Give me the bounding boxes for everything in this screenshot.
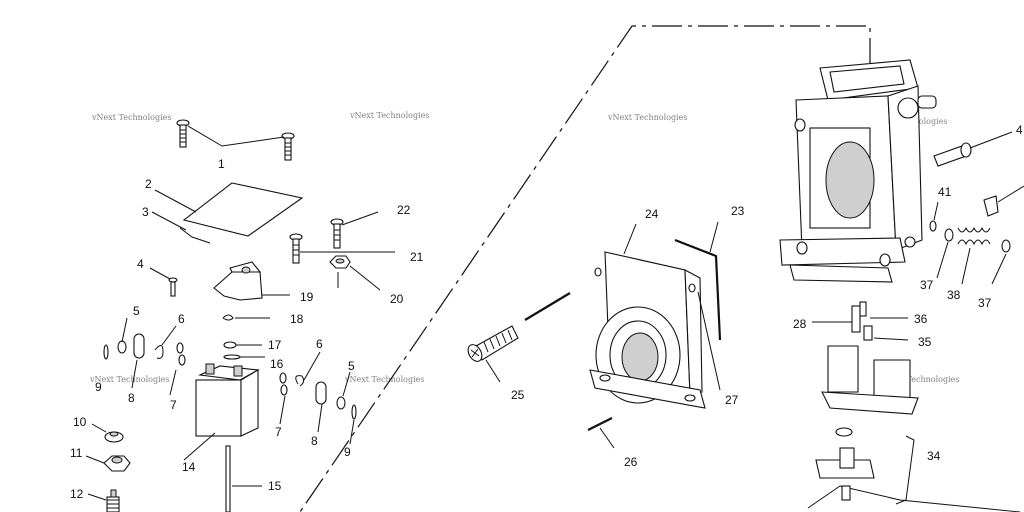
callout-8-right: 8 — [311, 434, 318, 448]
callout-2: 2 — [145, 177, 152, 191]
cover-plate — [151, 182, 304, 244]
callout-23: 23 — [731, 204, 745, 218]
callout-9-left: 9 — [95, 380, 102, 394]
callout-36: 36 — [914, 312, 928, 326]
nut-11 — [85, 455, 131, 472]
nut-20 — [329, 255, 381, 291]
callout-11: 11 — [70, 446, 83, 460]
watermark-3: vNext Technologies — [607, 113, 687, 122]
phantom-centerline — [299, 25, 871, 512]
callout-labels: 1 2 3 4 5 6 9 8 7 10 11 12 14 15 16 17 1… — [70, 123, 1023, 501]
callout-17: 17 — [268, 338, 282, 352]
spring-12 — [87, 489, 120, 512]
callout-26: 26 — [624, 455, 638, 469]
callout-4-right: 4 — [1016, 123, 1023, 137]
callout-19: 19 — [300, 290, 314, 304]
callout-18: 18 — [290, 312, 304, 326]
callout-5-right: 5 — [348, 359, 355, 373]
callout-16: 16 — [270, 357, 284, 371]
spring-38 — [936, 226, 1011, 285]
throttle-body-24 — [589, 221, 722, 409]
callout-38: 38 — [947, 288, 961, 302]
nut-10 — [91, 423, 124, 443]
screw-21 — [289, 233, 395, 264]
watermark-1: vNext Technologies — [91, 113, 171, 122]
washer-41 — [929, 201, 939, 232]
callout-25: 25 — [511, 388, 525, 402]
watermark-2: vNext Technologies — [349, 111, 429, 120]
needle-valve-36 — [812, 301, 909, 341]
callout-35: 35 — [918, 335, 932, 349]
callout-21: 21 — [410, 250, 424, 264]
screw-pair-1 — [176, 119, 295, 161]
right-small-parts — [279, 351, 357, 445]
callout-28: 28 — [793, 317, 807, 331]
callout-22: 22 — [397, 203, 411, 217]
clips-16-18 — [222, 314, 270, 360]
callout-1: 1 — [218, 157, 225, 171]
callout-6-left: 6 — [178, 312, 185, 326]
float-bowl-34 — [807, 345, 1021, 512]
callout-4: 4 — [137, 257, 144, 271]
callout-34: 34 — [927, 449, 941, 463]
pin-26 — [587, 417, 615, 449]
float-assembly-14 — [183, 363, 260, 461]
callout-15: 15 — [268, 479, 282, 493]
callout-3: 3 — [142, 205, 149, 219]
jet-right — [983, 185, 1024, 217]
callout-24: 24 — [645, 207, 659, 221]
callout-27: 27 — [725, 393, 739, 407]
callout-12: 12 — [70, 487, 84, 501]
callout-6-right: 6 — [316, 337, 323, 351]
callout-14: 14 — [182, 460, 196, 474]
small-screw-4 — [149, 267, 178, 297]
callout-37-left: 37 — [920, 278, 934, 292]
left-small-parts — [103, 317, 186, 396]
needle-4-right — [933, 131, 1013, 167]
screw-22 — [330, 211, 379, 249]
callout-7-right: 7 — [275, 425, 282, 439]
screw-25 — [467, 292, 571, 383]
callout-41: 41 — [938, 185, 952, 199]
bracket-19 — [213, 261, 290, 301]
watermark-5: vNext Technologies — [89, 375, 169, 384]
callout-37-right: 37 — [978, 296, 992, 310]
watermark-8: vNext Technologies — [879, 375, 959, 384]
callout-8-left: 8 — [128, 391, 135, 405]
carburetor-body — [779, 59, 937, 283]
callout-5-left: 5 — [133, 304, 140, 318]
callout-10: 10 — [73, 415, 87, 429]
callout-20: 20 — [390, 292, 404, 306]
watermark-6: vNext Technologies — [344, 375, 424, 384]
rod-15 — [225, 445, 262, 512]
callout-7-left: 7 — [170, 398, 177, 412]
callout-9-right: 9 — [344, 445, 351, 459]
